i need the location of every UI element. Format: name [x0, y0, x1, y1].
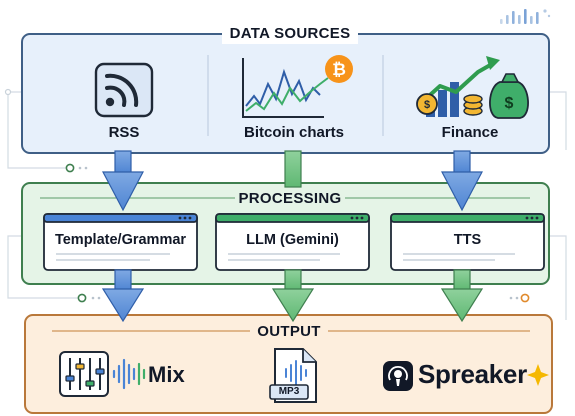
output-label-mix: Mix	[148, 362, 185, 387]
processor-label-template-grammar: Template/Grammar	[54, 232, 187, 248]
arrow-template-to-output	[101, 269, 145, 323]
arrow-tts-to-output	[440, 269, 484, 323]
processor-label-llm-gemini: LLM (Gemini)	[246, 232, 339, 248]
svg-text:$: $	[505, 95, 514, 112]
background-connectors	[7, 91, 567, 320]
data-sources-title-bg	[222, 24, 358, 44]
spreaker-podcast-icon	[383, 361, 413, 391]
arrow-rss-to-processing	[102, 150, 144, 212]
source-label-rss: RSS	[108, 124, 140, 141]
processing-title: PROCESSING	[238, 190, 342, 207]
llm-gemini-window	[215, 213, 370, 271]
tts-window	[390, 213, 545, 271]
source-label-bitcoin-charts: Bitcoin charts	[243, 124, 345, 141]
source-label-finance: Finance	[441, 124, 499, 141]
arrow-finance-to-processing	[441, 150, 483, 212]
mixer-sliders-icon	[59, 351, 109, 397]
finance-growth-icon: $ $	[416, 56, 529, 119]
output-title: OUTPUT	[257, 323, 321, 340]
arrow-llm-to-output	[271, 269, 315, 323]
data-sources-title: DATA SOURCES	[229, 25, 351, 42]
rss-icon	[94, 62, 154, 118]
spreaker-star-icon	[527, 364, 549, 386]
bitcoin-chart-icon: ₿	[242, 55, 353, 118]
processor-label-tts: TTS	[453, 232, 482, 248]
svg-text:₿: ₿	[332, 60, 346, 79]
svg-text:$: $	[424, 99, 430, 111]
output-label-mp3: MP3	[278, 386, 300, 397]
arrow-bitcoin-to-processing	[284, 150, 302, 188]
audio-bars-logo-icon	[500, 9, 551, 24]
waveform-icon	[112, 358, 146, 390]
output-label-spreaker: Spreaker	[418, 359, 527, 389]
mp3-file-icon	[269, 348, 317, 403]
connector-dots	[4, 88, 530, 303]
